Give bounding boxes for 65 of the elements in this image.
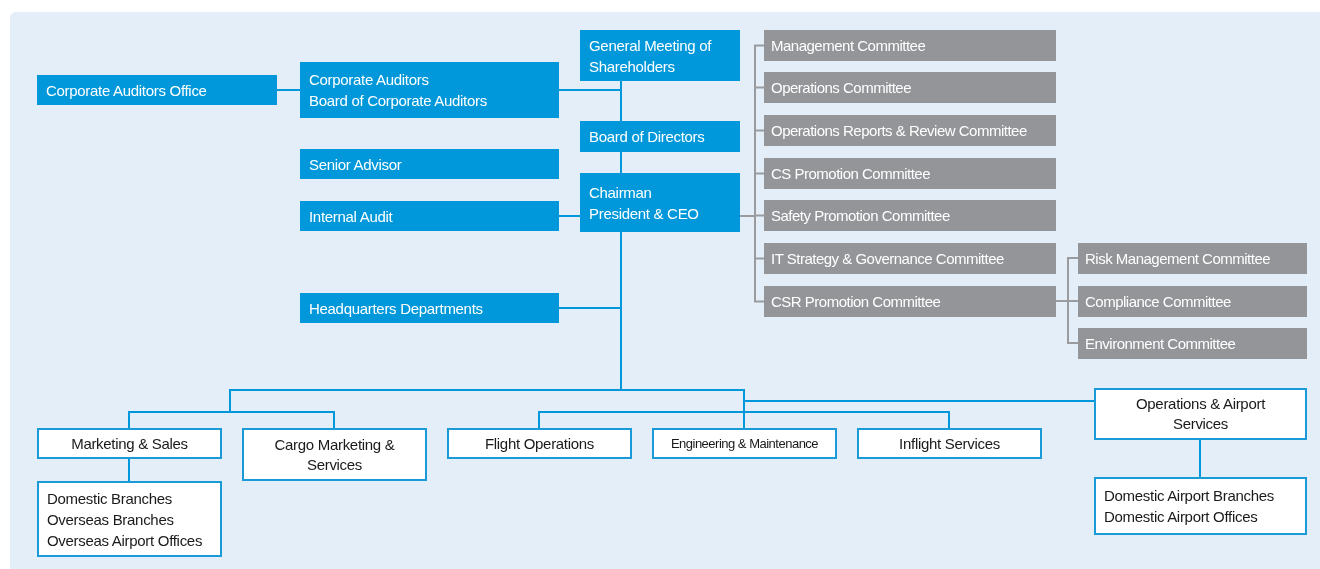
connector-line	[128, 458, 130, 482]
org-unit-box	[447, 428, 632, 459]
unit-label: CSR Promotion Committee	[771, 291, 942, 312]
org-unit-box	[37, 75, 277, 105]
committee-box	[764, 286, 1056, 317]
unit-label: Environment Committee	[1085, 333, 1237, 354]
unit-label: Domestic Airport Branches	[1104, 486, 1276, 506]
connector-line	[558, 215, 581, 217]
unit-label: Compliance Committee	[1085, 291, 1232, 312]
org-unit-box	[300, 62, 559, 118]
unit-label: Board of Directors	[589, 127, 706, 147]
unit-label: Operations Committee	[771, 77, 913, 98]
committee-box	[764, 72, 1056, 103]
unit-label: Management Committee	[771, 35, 927, 56]
org-unit-box	[37, 481, 222, 557]
org-unit-box	[300, 201, 559, 231]
committee-box	[764, 158, 1056, 189]
unit-label: CS Promotion Committee	[771, 163, 932, 184]
connector-line	[620, 80, 622, 122]
unit-label: Chairman	[589, 182, 653, 203]
org-unit-box	[1094, 477, 1307, 535]
unit-label: Domestic Airport Offices	[1104, 507, 1259, 527]
unit-label: Corporate Auditors Office	[46, 80, 208, 101]
connector-line	[739, 215, 765, 303]
unit-label: Domestic Branches	[47, 488, 173, 509]
committee-box	[764, 30, 1056, 61]
org-unit-box	[580, 30, 740, 81]
org-unit-box	[300, 293, 559, 323]
unit-label: Safety Promotion Committee	[771, 205, 951, 226]
unit-label: Engineering & Maintenance	[670, 434, 819, 453]
committee-box	[1078, 328, 1307, 359]
org-unit-box	[580, 173, 740, 232]
unit-label: Board of Corporate Auditors	[309, 91, 488, 111]
committee-box	[1078, 243, 1307, 274]
connector-line	[620, 151, 622, 174]
unit-label: Cargo Marketing & Services	[273, 434, 396, 475]
unit-label: President & CEO	[589, 203, 700, 224]
unit-label: Inflight Services	[899, 433, 1000, 454]
org-unit-box	[300, 149, 559, 179]
unit-label: Internal Audit	[309, 206, 394, 227]
org-unit-box	[857, 428, 1042, 459]
unit-label: Flight Operations	[484, 433, 595, 454]
unit-label: Operations & Airport Services	[1134, 394, 1267, 434]
unit-label: Senior Advisor	[309, 154, 403, 175]
org-unit-box	[37, 428, 222, 459]
org-unit-box	[1094, 388, 1307, 440]
org-unit-box	[580, 121, 740, 152]
committee-box	[764, 200, 1056, 231]
connector-line	[276, 89, 301, 91]
unit-label: Operations Reports & Review Committee	[771, 120, 1028, 141]
unit-label: IT Strategy & Governance Committee	[771, 248, 1005, 269]
connector-line	[1055, 300, 1079, 344]
unit-label: Overseas Branches	[47, 509, 175, 530]
unit-label: Corporate Auditors	[309, 70, 430, 90]
org-unit-box	[652, 428, 837, 459]
unit-label: Risk Management Committee	[1085, 248, 1272, 269]
committee-box	[1078, 286, 1307, 317]
org-unit-box	[242, 428, 427, 481]
unit-label: General Meeting of Shareholders	[589, 35, 713, 77]
unit-label: Marketing & Sales	[71, 433, 188, 454]
committee-box	[764, 243, 1056, 274]
committee-box	[764, 115, 1056, 146]
unit-label: Overseas Airport Offices	[47, 530, 204, 551]
unit-label: Headquarters Departments	[309, 298, 484, 319]
connector-line	[1199, 439, 1201, 478]
